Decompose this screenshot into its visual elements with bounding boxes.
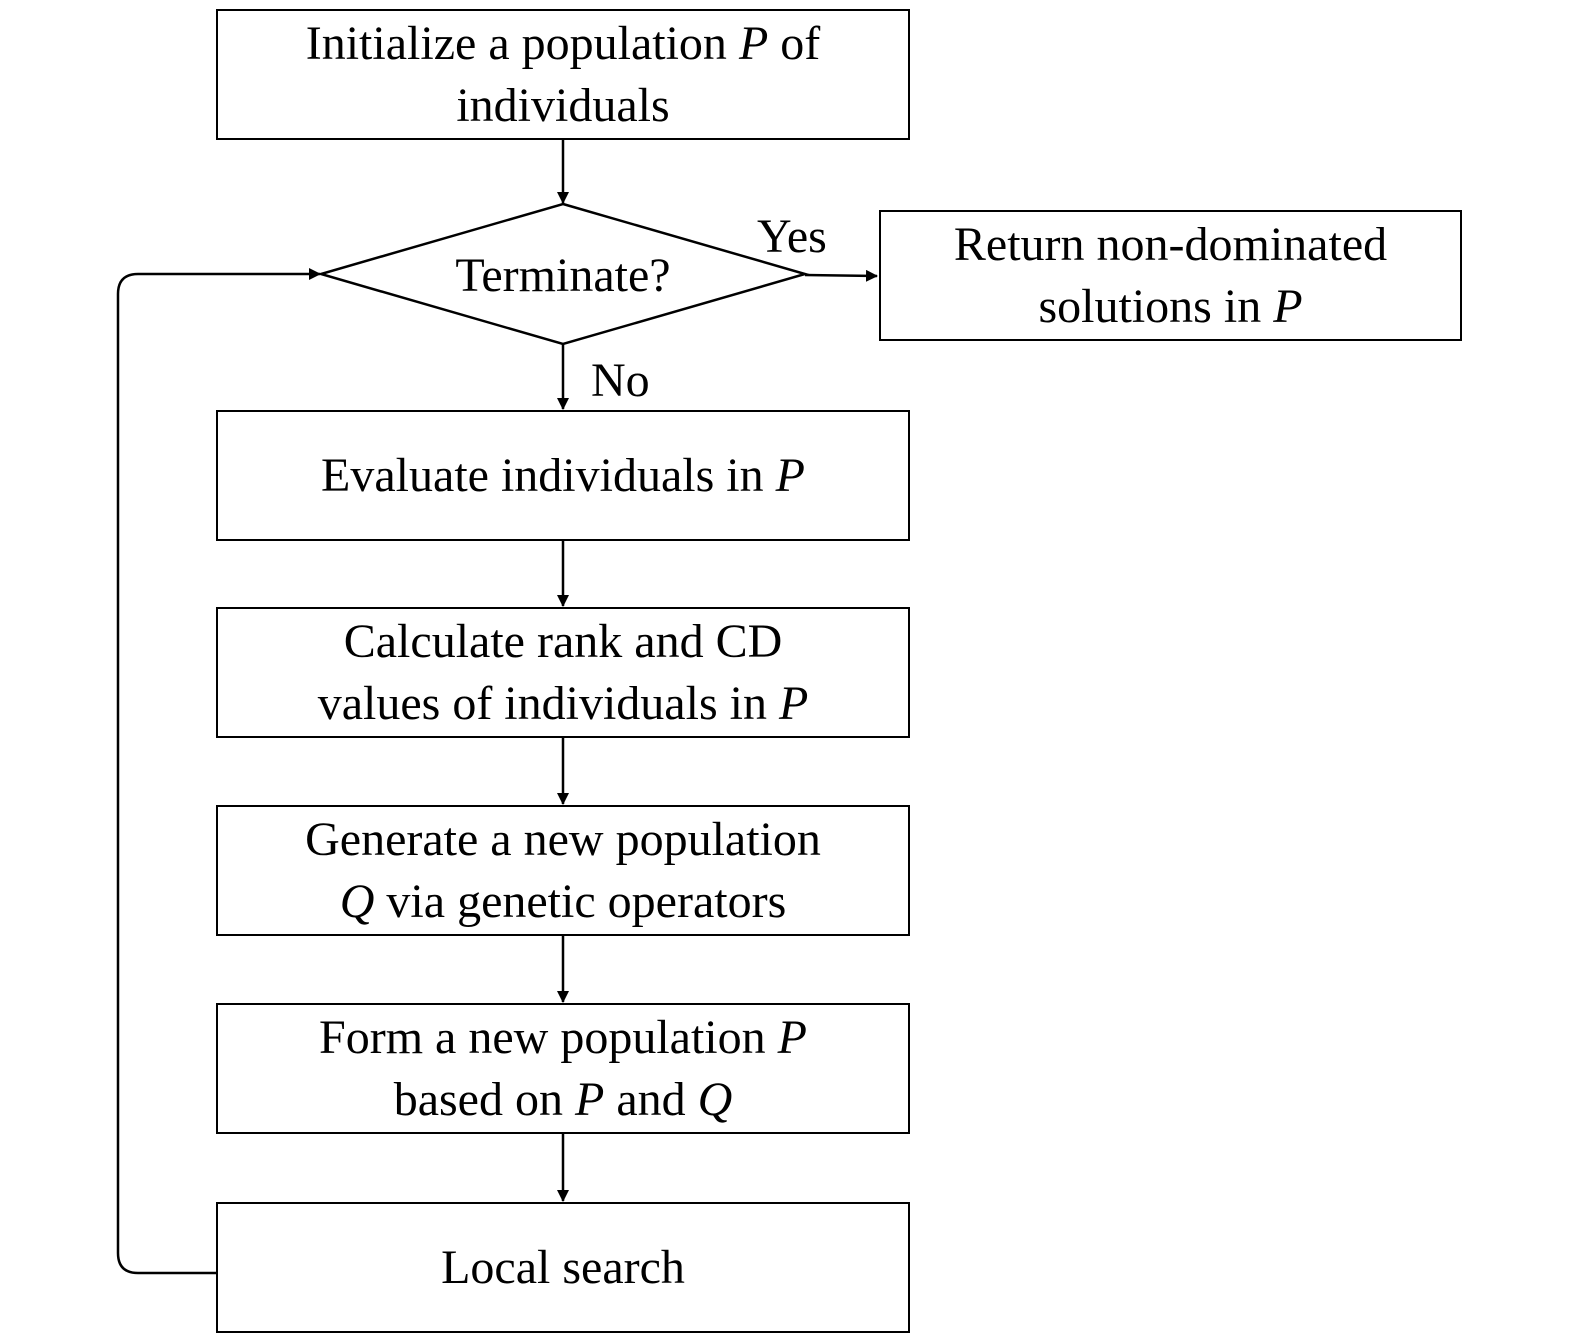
node-text-line: solutions in P — [1038, 279, 1303, 333]
node-text-line: Calculate rank and CD — [343, 614, 783, 668]
node-text-line: Return non-dominated — [953, 217, 1388, 271]
variable-p: P — [778, 676, 809, 730]
node-text-line: values of individuals in P — [317, 676, 809, 730]
node-text-line: Local search — [441, 1240, 685, 1294]
node-calculate-rank-cd: Calculate rank and CD values of individu… — [216, 607, 910, 738]
variable-p: P — [574, 1072, 605, 1126]
variable-p: P — [775, 448, 805, 502]
node-evaluate-individuals: Evaluate individuals in P — [216, 410, 910, 541]
node-form-population-p: Form a new population P based on P and Q — [216, 1003, 910, 1134]
variable-q: Q — [339, 874, 375, 928]
node-text-line: Q via genetic operators — [339, 874, 787, 928]
node-return-solutions: Return non-dominated solutions in P — [879, 210, 1462, 341]
node-text-line: individuals — [456, 78, 670, 132]
node-initialize-population: Initialize a population P of individuals — [216, 9, 910, 140]
edge-label-yes: Yes — [757, 210, 827, 263]
node-text-line: Evaluate individuals in P — [321, 448, 805, 502]
variable-p: P — [777, 1010, 807, 1064]
arrow-local-to-terminate-loop — [116, 268, 321, 1275]
variable-q: Q — [697, 1072, 733, 1126]
node-text-line: Initialize a population P of — [305, 16, 821, 70]
edge-label-no: No — [591, 354, 650, 407]
node-text-line: Generate a new population — [305, 812, 821, 866]
terminate-decision-label: Terminate? — [455, 249, 671, 302]
variable-p: P — [1273, 279, 1303, 333]
arrow-terminate-to-return — [804, 269, 878, 282]
variable-p: P — [738, 16, 769, 70]
node-text-line: based on P and Q — [393, 1072, 733, 1126]
node-text-line: Form a new population P — [319, 1010, 807, 1064]
node-local-search: Local search — [216, 1202, 910, 1333]
node-generate-population-q: Generate a new population Q via genetic … — [216, 805, 910, 936]
